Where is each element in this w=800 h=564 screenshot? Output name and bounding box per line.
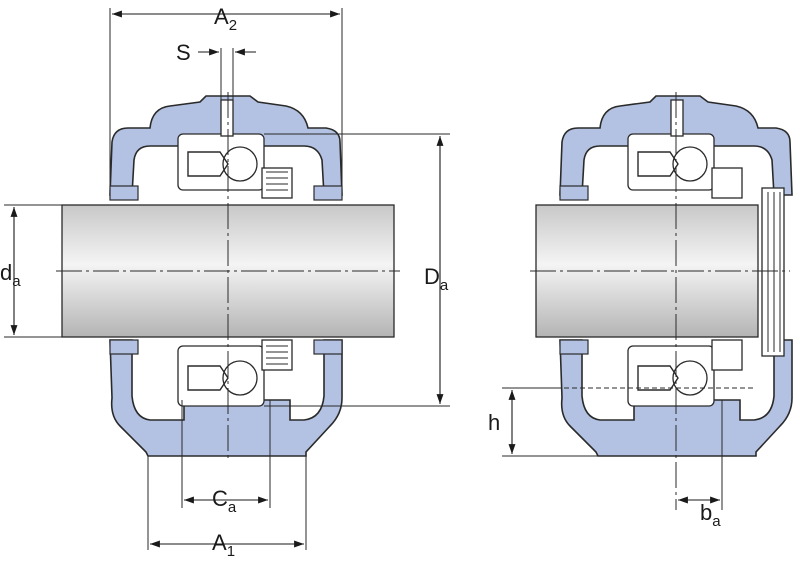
right-cage-bottom [637,365,679,391]
left-seal-tl [109,185,139,201]
right-collar-top [711,167,743,199]
right-collar-bottom [711,339,743,371]
left-grease-nipple [220,99,234,137]
right-seal-tl [559,185,589,201]
dimensions [4,8,723,550]
right-view [530,92,793,510]
left-ball-bottom [222,360,258,396]
left-cage-bottom [187,365,229,391]
label-A2: A2 [214,4,237,34]
label-A1: A1 [212,530,235,560]
label-S: S [176,40,191,65]
dimension-labels: A2 S da Da Ca A1 h ba [0,4,721,560]
left-seal-bl [109,339,139,355]
right-ball-bottom [672,360,708,396]
label-ba: ba [700,500,721,530]
right-seal-bl [559,339,589,355]
label-da: da [0,260,21,290]
label-h: h [488,410,500,435]
left-ball-top [222,146,258,182]
left-seal-tr [313,185,343,201]
right-cage-top [637,151,679,177]
label-Da: Da [424,264,449,294]
left-collar-top [261,167,293,199]
right-end-cover [761,187,785,357]
left-view [56,92,400,460]
label-Ca: Ca [212,486,237,516]
left-cage-top [187,151,229,177]
right-grease-nipple [670,99,684,137]
right-ball-top [672,146,708,182]
left-collar-bottom [261,339,293,371]
left-seal-br [313,339,343,355]
